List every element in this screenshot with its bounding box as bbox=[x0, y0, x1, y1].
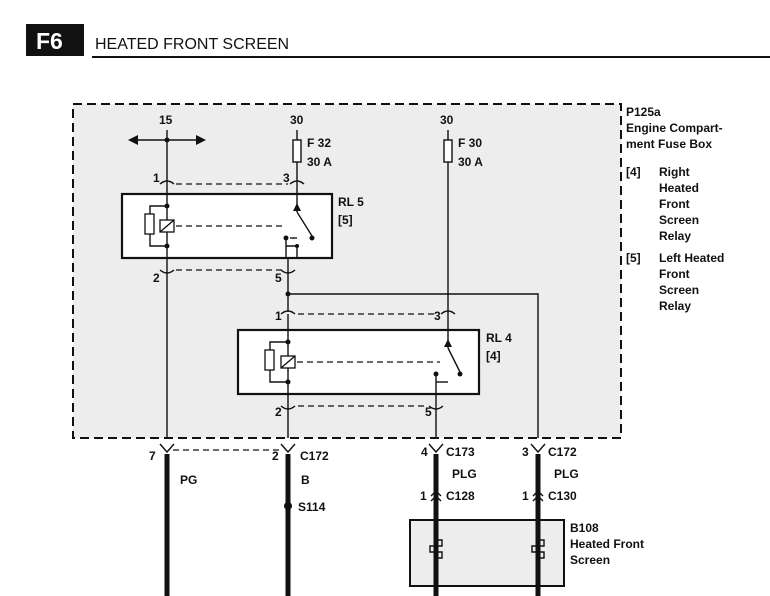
arrow-left bbox=[128, 135, 138, 145]
b108-id: B108 bbox=[570, 521, 599, 535]
legend-5-line-3: Screen bbox=[659, 283, 699, 297]
legend-4-line-4: Screen bbox=[659, 213, 699, 227]
legend-key-4: [4] bbox=[626, 165, 641, 179]
fuse-box-name-1: Engine Compart- bbox=[626, 121, 723, 135]
connector-pin-4 bbox=[428, 443, 444, 454]
conn-3-pin: 3 bbox=[522, 445, 529, 459]
rl5-pin-1: 1 bbox=[153, 171, 160, 185]
splice-s114-label: S114 bbox=[298, 500, 326, 514]
legend-key-5: [5] bbox=[626, 251, 641, 265]
fuse-f32-rating: 30 A bbox=[307, 155, 332, 169]
c130-pin: 1 bbox=[522, 489, 529, 503]
wire-pg: PG bbox=[180, 473, 197, 487]
fuse-f30 bbox=[443, 139, 453, 163]
conn-3-id: C172 bbox=[548, 445, 577, 459]
rl4-pin-3: 3 bbox=[434, 309, 441, 323]
conn-2-id: C172 bbox=[300, 449, 329, 463]
arrow-right bbox=[196, 135, 206, 145]
conn-4-id: C173 bbox=[446, 445, 475, 459]
fuse-f30-rating: 30 A bbox=[458, 155, 483, 169]
heater-element-right bbox=[531, 539, 545, 559]
c128-id: C128 bbox=[446, 489, 475, 503]
relay-rl5-ref: [5] bbox=[338, 213, 353, 227]
fuse-box-id: P125a bbox=[626, 105, 661, 119]
rl5-pin-5: 5 bbox=[275, 271, 282, 285]
b108-name-2: Screen bbox=[570, 553, 610, 567]
legend-4-line-2: Heated bbox=[659, 181, 699, 195]
wire-plg-1: PLG bbox=[452, 467, 477, 481]
rl5-pin-2: 2 bbox=[153, 271, 160, 285]
wire-b: B bbox=[301, 473, 310, 487]
connector-pin-3 bbox=[530, 443, 546, 454]
relay-rl4-ref: [4] bbox=[486, 349, 501, 363]
heated-screen-b108 bbox=[409, 519, 565, 587]
section-tag: F6 bbox=[36, 28, 63, 54]
fuse-f30-id: F 30 bbox=[458, 136, 482, 150]
supply-30b-label: 30 bbox=[440, 113, 454, 127]
rl4-pin-2: 2 bbox=[275, 405, 282, 419]
section-tag-box bbox=[26, 24, 84, 56]
rl5-diode bbox=[144, 213, 155, 235]
legend-5-line-1: Left Heated bbox=[659, 251, 724, 265]
b108-name-1: Heated Front bbox=[570, 537, 644, 551]
relay-rl4-id: RL 4 bbox=[486, 331, 512, 345]
heater-element-left bbox=[429, 539, 443, 559]
c130-id: C130 bbox=[548, 489, 577, 503]
legend-4-line-3: Front bbox=[659, 197, 690, 211]
fuse-f32 bbox=[292, 139, 302, 163]
connector-pin-7 bbox=[159, 443, 175, 454]
conn-4-pin: 4 bbox=[421, 445, 428, 459]
conn-2-pin: 2 bbox=[272, 449, 279, 463]
fuse-f32-id: F 32 bbox=[307, 136, 331, 150]
legend-4-line-1: Right bbox=[659, 165, 690, 179]
rl4-pin-5: 5 bbox=[425, 405, 432, 419]
conn-7-pin: 7 bbox=[149, 449, 156, 463]
supply-30a-label: 30 bbox=[290, 113, 304, 127]
legend-4-line-5: Relay bbox=[659, 229, 691, 243]
page-title: HEATED FRONT SCREEN bbox=[95, 36, 289, 53]
legend-5-line-2: Front bbox=[659, 267, 690, 281]
rl5-pin-3: 3 bbox=[283, 171, 290, 185]
c128-pin: 1 bbox=[420, 489, 427, 503]
fuse-box-name-2: ment Fuse Box bbox=[626, 137, 712, 151]
rl4-pin-1: 1 bbox=[275, 309, 282, 323]
wire-plg-2: PLG bbox=[554, 467, 579, 481]
connector-pin-2 bbox=[280, 443, 296, 454]
rl4-diode bbox=[264, 349, 275, 371]
supply-15-label: 15 bbox=[159, 113, 173, 127]
legend-5-line-4: Relay bbox=[659, 299, 691, 313]
relay-rl5-id: RL 5 bbox=[338, 195, 364, 209]
splice-s114 bbox=[284, 502, 292, 510]
